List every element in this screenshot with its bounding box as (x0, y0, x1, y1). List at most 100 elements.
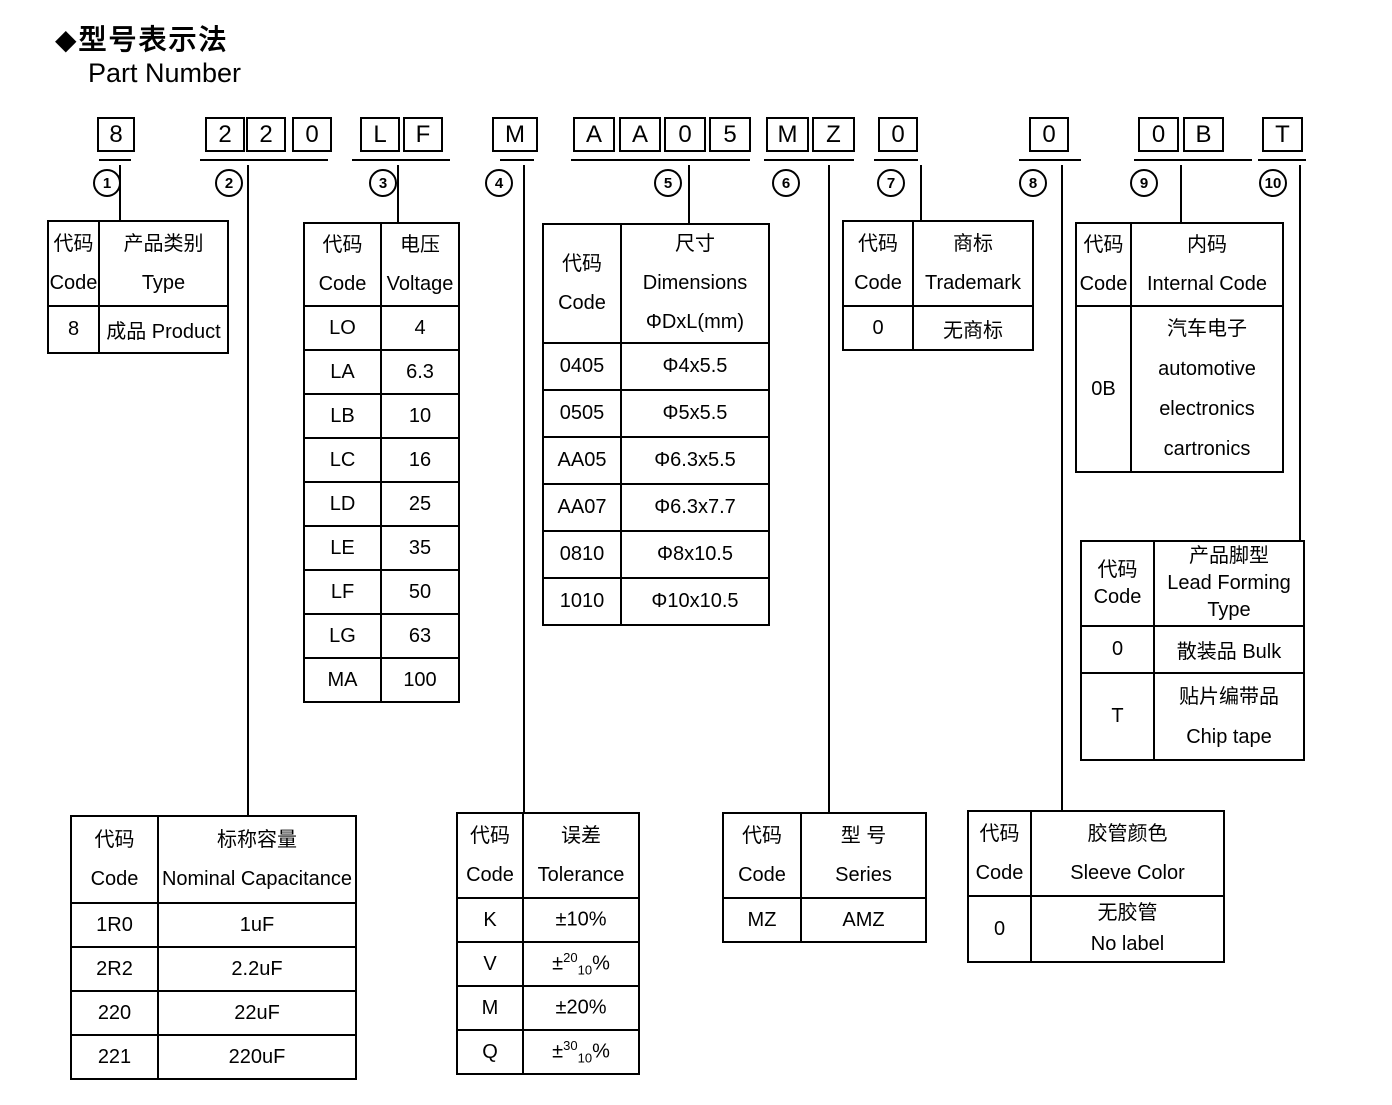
cell-value: 50 (380, 569, 460, 615)
cell-value: 63 (380, 613, 460, 659)
cell-code: 8 (47, 305, 100, 354)
cell-code: LF (303, 569, 382, 615)
cell-code: LD (303, 481, 382, 527)
group-number-badge: 3 (369, 169, 397, 197)
cell-code: 0405 (542, 342, 622, 391)
cell-code: V (456, 941, 524, 987)
cell-value: 22uF (157, 990, 357, 1036)
table-row: 0B 汽车电子 automotive electronics cartronic… (1075, 305, 1284, 473)
group-underline (200, 159, 328, 161)
cell-value: 35 (380, 525, 460, 571)
pn-char-box: 5 (709, 117, 751, 152)
cell-value: 16 (380, 437, 460, 483)
table-row: M ±20% (456, 985, 640, 1031)
cell-code: LE (303, 525, 382, 571)
cell-code: LC (303, 437, 382, 483)
cell-code: 1R0 (70, 902, 159, 948)
page-title-zh: ◆型号表示法 (55, 18, 229, 58)
cell-value: 汽车电子 automotive electronics cartronics (1130, 305, 1284, 473)
pn-char-box: A (619, 117, 661, 152)
cell-value: 成品 Product (98, 305, 229, 354)
pn-char-box: F (403, 117, 443, 152)
cell-value: Φ10x10.5 (620, 577, 770, 626)
group-underline (571, 159, 750, 161)
cell-value: ±10% (522, 897, 640, 943)
cell-code: Q (456, 1029, 524, 1075)
group-underline (1134, 159, 1252, 161)
pn-char-box: L (360, 117, 400, 152)
cell-code: LB (303, 393, 382, 439)
cell-code: MZ (722, 897, 802, 943)
cell-value: Φ8x10.5 (620, 530, 770, 579)
cell-code: AA05 (542, 436, 622, 485)
connector-line-5 (688, 165, 690, 223)
table-row: V ±2010% (456, 941, 640, 987)
connector-line-6 (828, 165, 830, 812)
group-number-badge: 1 (93, 169, 121, 197)
diamond-bullet-icon: ◆ (55, 24, 79, 55)
pn-char-box: 2 (246, 117, 286, 152)
cell-value: 25 (380, 481, 460, 527)
table-row: Q ±3010% (456, 1029, 640, 1075)
group-number-badge: 8 (1019, 169, 1047, 197)
pn-char-box: 0 (878, 117, 918, 152)
table-row: 0 散装品 Bulk (1080, 625, 1305, 674)
group-number-badge: 10 (1259, 169, 1287, 197)
cell-value: 散装品 Bulk (1153, 625, 1305, 674)
cell-value: 2.2uF (157, 946, 357, 992)
pn-char-box: T (1262, 117, 1303, 152)
table-row: MZ AMZ (722, 897, 927, 943)
cell-value: ±20% (522, 985, 640, 1031)
cell-value: 1uF (157, 902, 357, 948)
cell-value: 100 (380, 657, 460, 703)
connector-line-9 (1180, 165, 1182, 222)
cell-value: 6.3 (380, 349, 460, 395)
group-number-badge: 4 (485, 169, 513, 197)
group-underline (1258, 159, 1306, 161)
pn-char-box: M (492, 117, 538, 152)
connector-line-10 (1299, 165, 1301, 540)
cell-value: Φ6.3x5.5 (620, 436, 770, 485)
title-text-zh: 型号表示法 (78, 24, 229, 55)
cell-code: 220 (70, 990, 159, 1036)
cell-value: 无商标 (912, 305, 1034, 351)
group-number-badge: 5 (654, 169, 682, 197)
connector-line-2 (247, 165, 249, 815)
cell-value: 4 (380, 305, 460, 351)
pn-char-box: 2 (205, 117, 245, 152)
table-row: 8 成品 Product (47, 305, 229, 354)
